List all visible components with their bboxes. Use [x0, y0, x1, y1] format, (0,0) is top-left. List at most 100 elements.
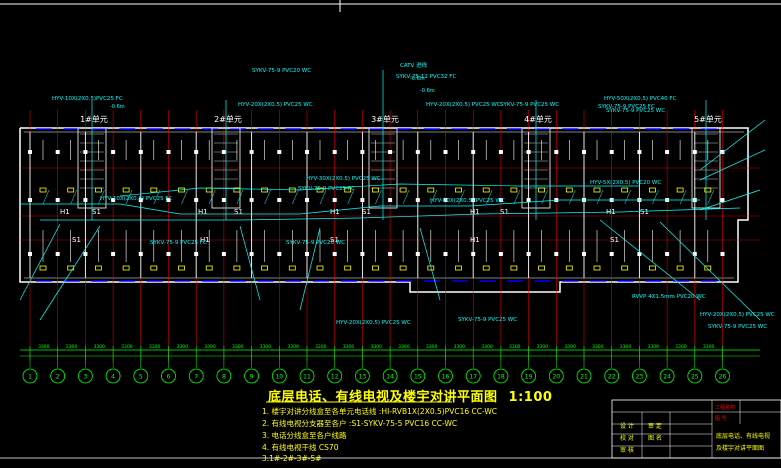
column: [443, 252, 448, 256]
outlet-symbol: [316, 187, 324, 193]
note-3: 3. 电话分线盒至各户线路: [262, 431, 347, 440]
column: [554, 150, 559, 154]
dimension-value: 3300: [149, 344, 161, 350]
axis-label: 21: [580, 374, 588, 381]
unit-label: 3#单元: [371, 114, 399, 124]
dimension-value: 3300: [620, 344, 632, 350]
cable-label: SYKV-75-9 PVC25 WC: [606, 108, 665, 114]
column: [138, 150, 143, 154]
column: [498, 198, 503, 202]
cable-drop: [292, 189, 299, 205]
cable-run: [20, 199, 700, 215]
outlet-symbol: [122, 187, 130, 193]
column: [277, 252, 282, 256]
axis-label: 23: [636, 374, 644, 381]
device-tag: S1: [72, 236, 81, 244]
cable-label: HYV-10X(2X0.5) PVC25 FC: [100, 196, 173, 202]
outlet-symbol: [95, 187, 102, 193]
axis-label: 13: [359, 374, 367, 381]
device-tag: H1: [330, 208, 340, 216]
title-block-drawing-name: 及楼宇对讲平面图: [716, 444, 764, 452]
column: [221, 198, 226, 202]
title-block-label: 图 号: [715, 416, 727, 422]
column: [415, 252, 420, 256]
outlet-symbol: [288, 265, 296, 271]
cable-label: HYV-20X(2X0.5) PVC25 WC: [430, 198, 505, 204]
dimension-value: 3300: [675, 344, 687, 350]
column: [166, 150, 171, 154]
cable-run: [599, 219, 701, 301]
cable-drop: [485, 189, 493, 205]
outlet-symbol: [371, 265, 379, 271]
column: [498, 252, 503, 256]
cable-drop: [458, 189, 465, 205]
device-tag: H1: [470, 236, 480, 244]
axis-bubble: [78, 368, 93, 384]
axis-bubble: [521, 368, 536, 384]
column: [305, 252, 309, 256]
column: [720, 150, 725, 154]
dimension-value: 3300: [38, 344, 50, 350]
column: [277, 150, 282, 154]
dimension-value: 3300: [398, 344, 410, 350]
outlet-symbol: [538, 265, 545, 271]
outlet-symbol: [150, 187, 158, 193]
cable-label: SYKV-75-9 PVC20 WC: [286, 240, 345, 246]
outlet-symbol: [261, 187, 269, 193]
column: [415, 198, 420, 202]
axis-bubble: [244, 368, 260, 384]
cable-label: SYKV-75-9 PVC25 WC: [458, 317, 517, 323]
column: [83, 198, 88, 202]
cable-label: HYV-10X(2X0.5)PVC25 FC: [52, 96, 123, 102]
outlet-symbol: [510, 187, 518, 193]
dimension-value: 3300: [93, 344, 105, 350]
column: [111, 150, 116, 154]
device-tag: S1: [362, 208, 371, 216]
title-block-label: 校 对: [620, 434, 634, 442]
column: [498, 150, 503, 154]
title-block-label: 审 核: [620, 446, 634, 454]
device-tag: S1: [330, 236, 339, 244]
outlet-symbol: [704, 265, 712, 271]
cable-drop: [181, 189, 188, 205]
outlet-symbol: [261, 265, 269, 271]
device-tag: H1: [470, 208, 480, 216]
outlet-symbol: [649, 265, 656, 271]
column: [526, 198, 531, 202]
axis-bubble: [133, 368, 149, 384]
axis-bubble: [659, 368, 675, 384]
axis-bubble: [327, 368, 343, 384]
column: [249, 252, 254, 256]
axis-bubble: [22, 368, 38, 384]
axis-label: 24: [663, 374, 671, 381]
cable-label: HYV-5X(2X0.5) PVC20 WC: [590, 180, 661, 186]
axis-label: 22: [608, 374, 616, 381]
column: [55, 150, 60, 154]
cable-label: SYKV-75-9 PVC20 WC: [252, 68, 311, 74]
column: [249, 150, 254, 154]
cable-run: [299, 227, 321, 311]
axis-label: 11: [303, 374, 311, 381]
outlet-symbol: [39, 265, 47, 271]
column: [249, 198, 254, 202]
outlet-symbol: [565, 265, 573, 271]
axis-bubble: [410, 368, 426, 384]
drawing-title: 底层电话、有线电视及楼宇对讲平面图 1:100: [268, 386, 552, 405]
cable-drop: [125, 189, 133, 205]
cable-label: SYKV-75-9 PVC25 WC: [708, 324, 767, 330]
column: [471, 198, 476, 202]
outlet-symbol: [399, 265, 407, 271]
column: [55, 198, 60, 202]
cable-label: HYV-20X(2X0.5) PVC25 WC: [700, 312, 775, 318]
cable-run: [39, 225, 101, 321]
column: [28, 150, 32, 154]
cable-run: [659, 221, 761, 321]
column: [443, 198, 448, 202]
axis-label: 3: [83, 374, 87, 381]
dimension-value: 3300: [647, 344, 659, 350]
unit-label: 1#单元: [80, 114, 108, 124]
device-tag: S1: [92, 208, 101, 216]
dimension-value: 3300: [177, 344, 189, 350]
column: [332, 150, 337, 154]
